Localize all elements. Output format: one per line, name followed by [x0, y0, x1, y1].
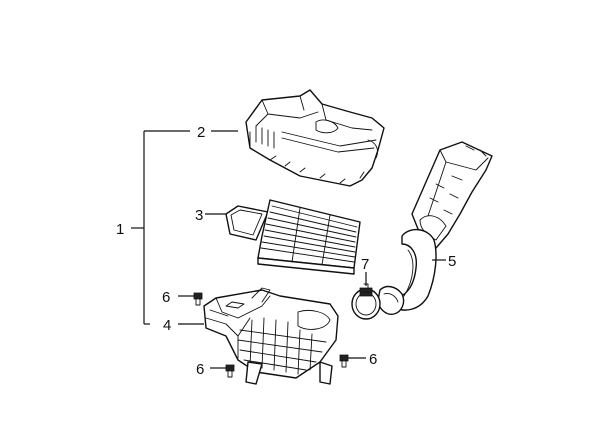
filter-element — [225, 199, 361, 275]
callout-1-assembly: 1 — [116, 221, 124, 238]
bolt-left — [193, 292, 203, 306]
callout-6-bolt-right: 6 — [369, 351, 377, 368]
callout-4-lower-housing: 4 — [163, 317, 171, 334]
bolt-right — [339, 354, 349, 368]
callout-2-upper-cover: 2 — [197, 124, 205, 141]
assembly-bracket — [131, 130, 190, 325]
callout-6-bolt-bottom: 6 — [196, 361, 204, 378]
intake-duct — [377, 141, 493, 315]
callout-7-hose-clamp: 7 — [361, 256, 369, 273]
bolt-bottom — [225, 364, 235, 378]
callout-3-filter-element: 3 — [195, 207, 203, 224]
callout-6-bolt-left: 6 — [162, 289, 170, 306]
callout-5-intake-duct: 5 — [448, 253, 456, 270]
lower-housing — [203, 287, 339, 385]
upper-cover — [245, 89, 385, 187]
hose-clamp — [351, 283, 381, 320]
